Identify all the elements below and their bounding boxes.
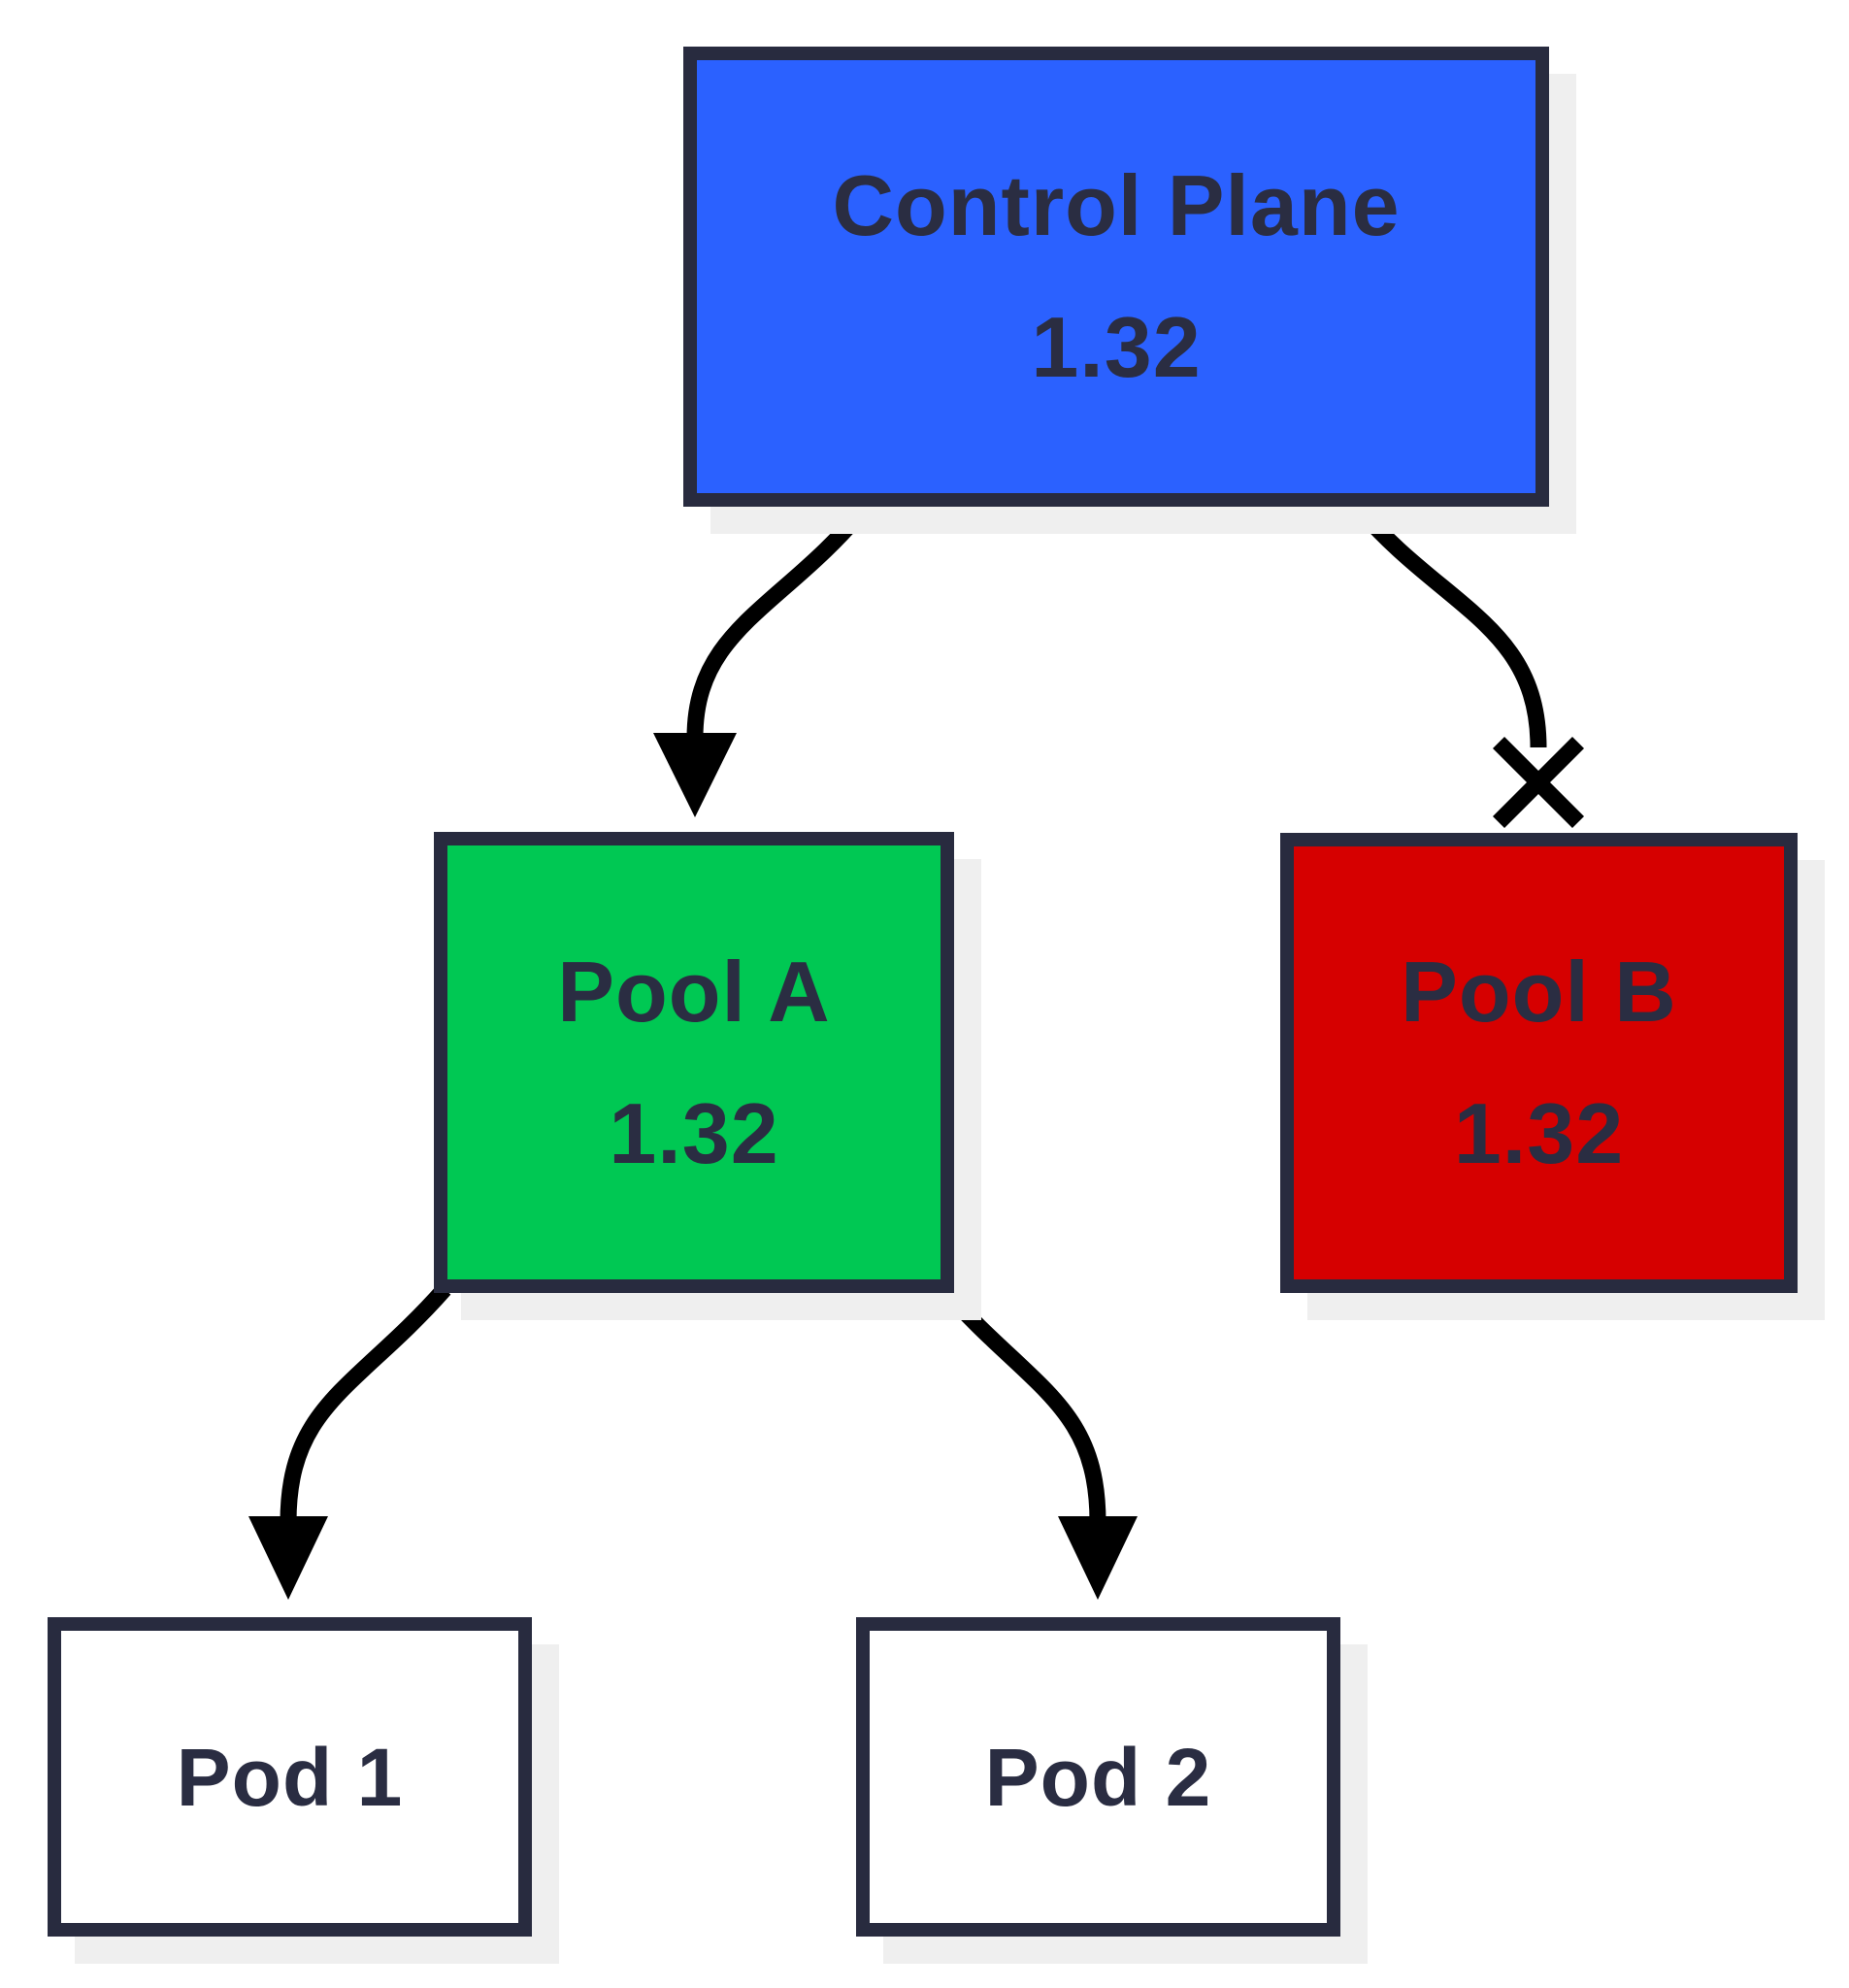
node-pool-b: Pool B 1.32 [1280,833,1798,1293]
edge-control-plane-to-pool-b [1347,497,1547,748]
arrowhead-icon [248,1516,328,1600]
arrowhead-icon [653,733,737,817]
node-version: 1.32 [609,1084,779,1181]
node-pod-2: Pod 2 [856,1617,1340,1937]
node-pool-a: Pool A 1.32 [434,832,954,1293]
node-version: 1.32 [1453,1085,1625,1181]
node-label: Control Plane [832,157,1401,253]
blocked-x-icon [1492,736,1585,829]
node-version: 1.32 [1031,299,1202,395]
node-label: Pod 2 [984,1731,1212,1823]
node-label: Pool A [557,943,831,1040]
node-label: Pod 1 [176,1731,404,1823]
node-label: Pool B [1401,944,1677,1040]
edge-control-plane-to-pool-a [686,497,875,739]
node-control-plane: Control Plane 1.32 [683,47,1549,507]
edge-pool-a-to-pod-2 [937,1283,1106,1523]
node-pod-1: Pod 1 [48,1617,532,1937]
edge-pool-a-to-pod-1 [280,1283,451,1523]
arrowhead-icon [1058,1516,1138,1600]
